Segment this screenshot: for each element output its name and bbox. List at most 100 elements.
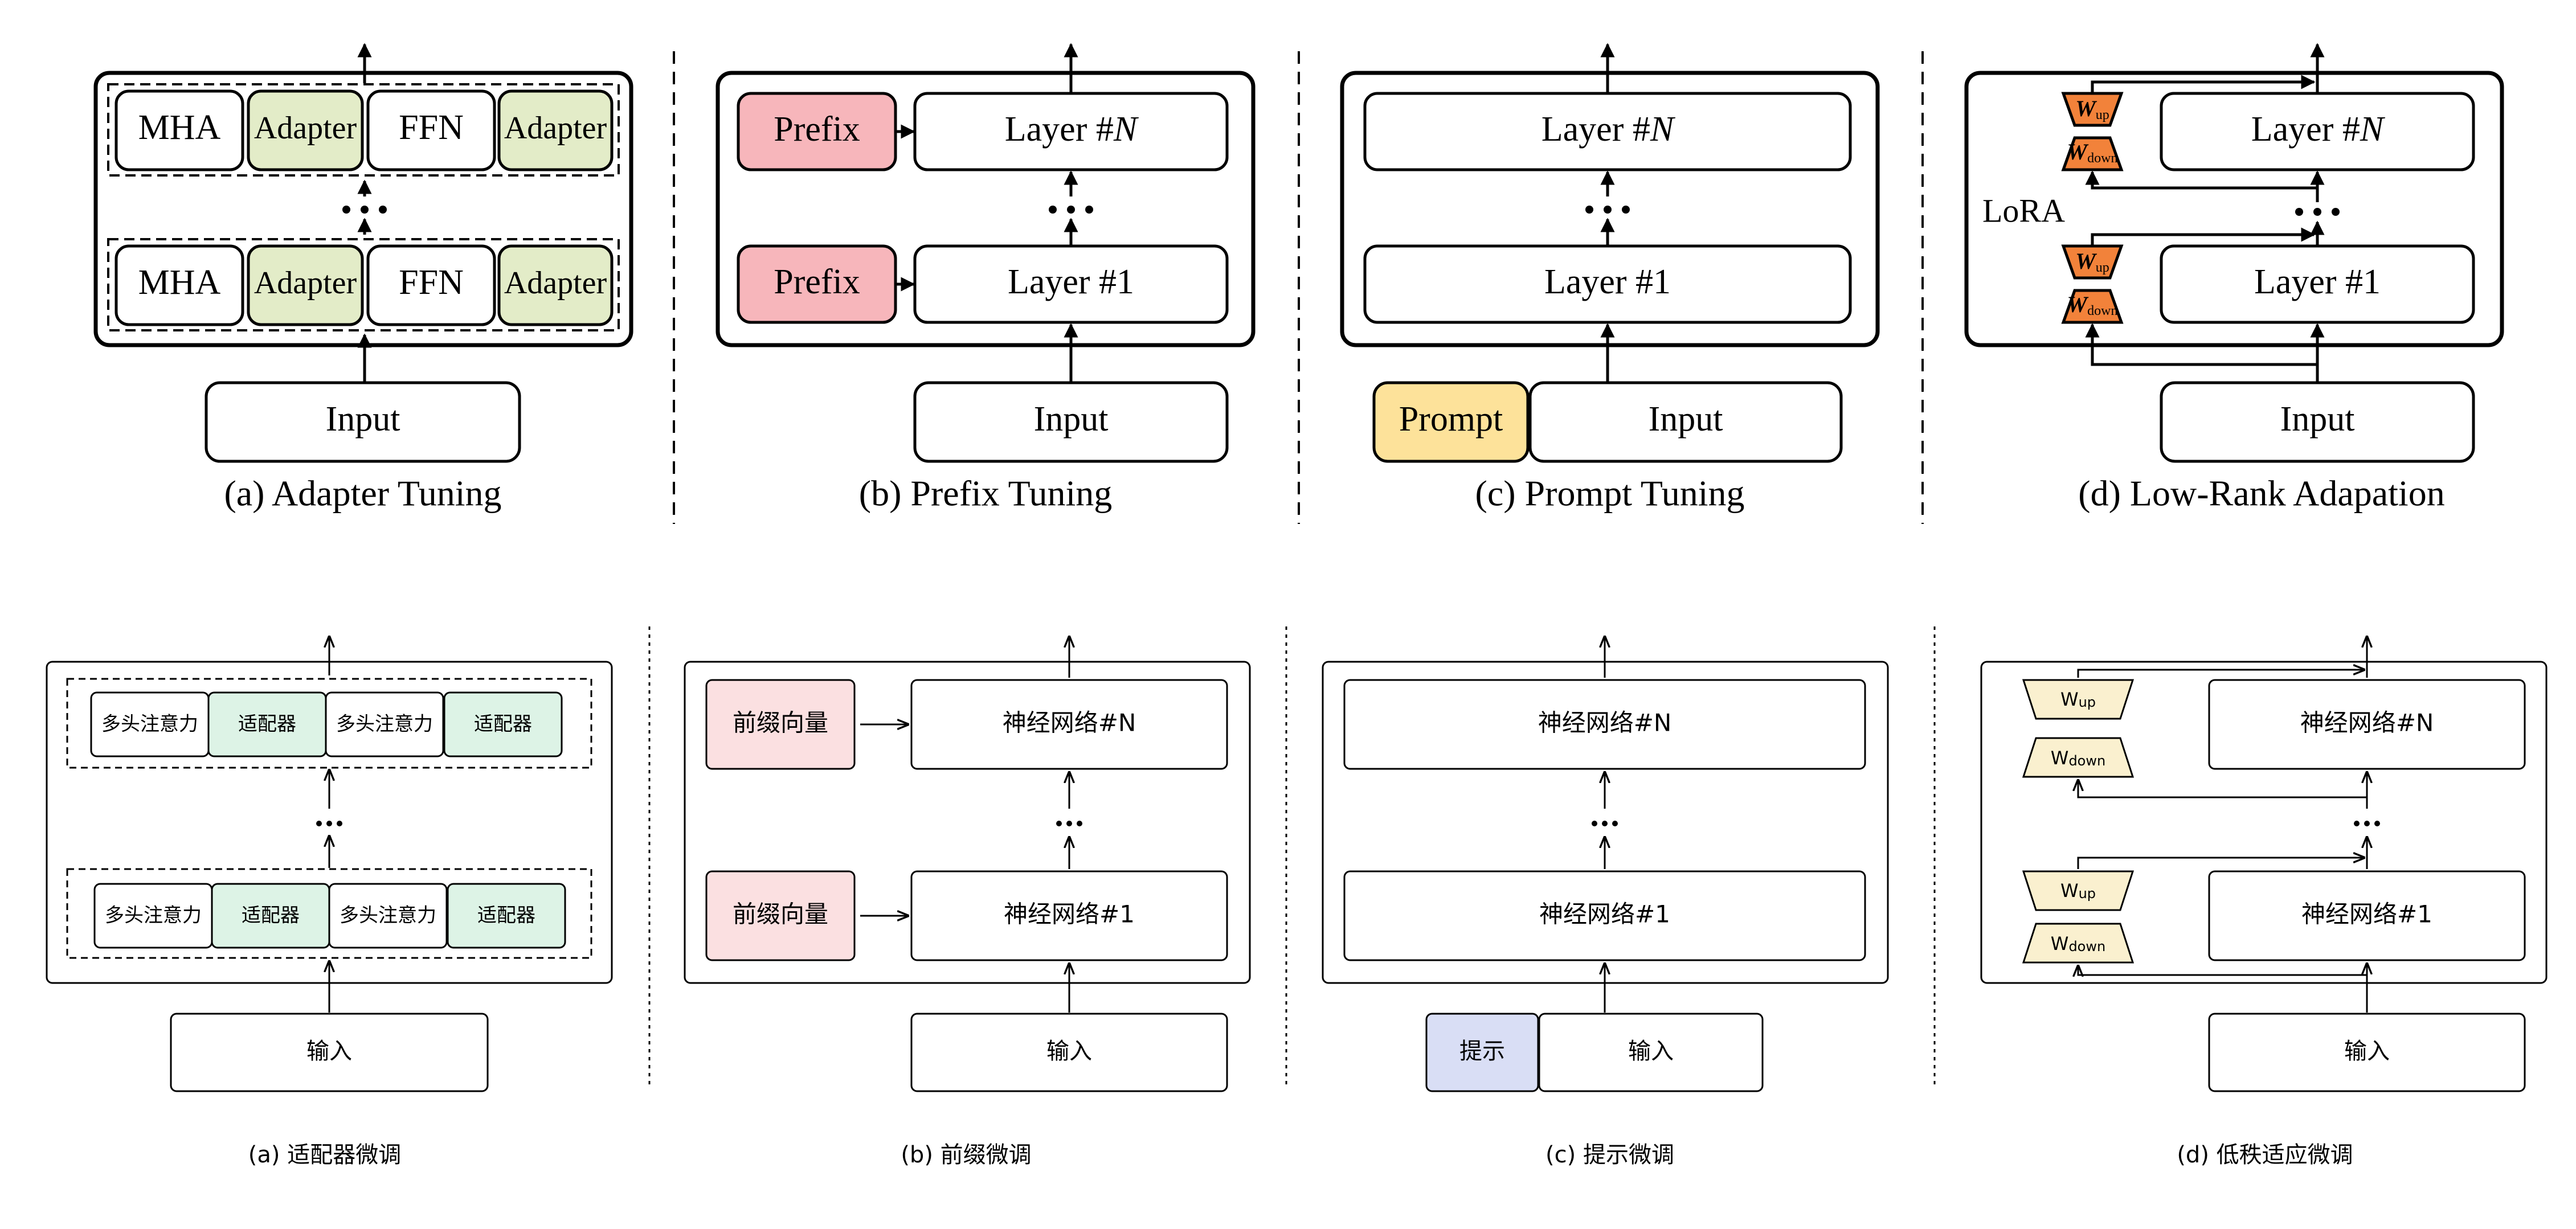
ellipsis-dot (1085, 206, 1093, 214)
layer-n-label: 神经网络#N (1538, 709, 1672, 737)
prefix-label: Prefix (774, 110, 860, 149)
adapter-label: Adapter (254, 265, 357, 301)
ellipsis-dot (1585, 206, 1593, 214)
ellipsis-dot (1066, 821, 1072, 826)
lora-path (2078, 780, 2368, 809)
lora-path (2085, 323, 2317, 366)
adapter-label: 适配器 (238, 713, 296, 736)
layer-1-box (910, 870, 1228, 961)
ellipsis-dot (1056, 821, 1062, 826)
adapter-label: 适配器 (477, 904, 535, 927)
prefix-label: 前缀向量 (733, 709, 828, 737)
layer-1-box (1343, 870, 1866, 961)
ffn-label: FFN (399, 108, 464, 147)
caption: (b) 前缀微调 (901, 1142, 1031, 1168)
adapter-label: Adapter (504, 110, 607, 146)
lora-path (2077, 858, 2364, 869)
ellipsis-dot (2364, 821, 2370, 826)
layer-1-label: Layer #1 (2254, 263, 2381, 301)
prefix-box (705, 679, 856, 770)
mha-label: 多头注意力 (101, 713, 198, 736)
layer-1-label: 神经网络#1 (2301, 900, 2432, 928)
prompt-box (1372, 381, 1530, 463)
w-up-label: Wup (2075, 96, 2109, 122)
w-down-label: Wdown (2067, 139, 2118, 165)
w-up-label: Wup (2060, 880, 2096, 902)
layer-1-label: 神经网络#1 (1539, 900, 1670, 928)
w-down-trapezoid (2022, 923, 2135, 964)
layer-n-box (1363, 92, 1852, 171)
lora-path (2091, 75, 2316, 92)
transformer-block (1340, 71, 1880, 347)
input-box (1528, 381, 1843, 463)
lora-path (2085, 170, 2319, 196)
top-adapter-panel: MHA Adapter FFN Adapter MHA Adapter FFN … (93, 43, 633, 514)
prefix-box (705, 870, 856, 961)
ellipsis-dot (1592, 821, 1597, 826)
input-box (170, 1013, 489, 1092)
transformer-block (1980, 661, 2548, 984)
ellipsis-dot (2313, 208, 2321, 216)
lora-path (2091, 227, 2316, 245)
prompt-label: 提示 (1459, 1038, 1505, 1064)
transformer-block (684, 661, 1251, 984)
input-label: 输入 (2344, 1038, 2390, 1064)
mha-label: 多头注意力 (105, 904, 202, 927)
input-label: Input (2280, 400, 2355, 439)
w-down-label: Wdown (2051, 933, 2105, 954)
ellipsis-dot (2354, 821, 2360, 826)
adapter-box (247, 244, 364, 326)
adapter-box (447, 883, 566, 949)
layer-1-label: Layer #1 (1544, 263, 1671, 301)
caption: (c) Prompt Tuning (1475, 473, 1745, 514)
top-prefix-panel: Prefix Layer #N Prefix Layer #1 Input (b… (715, 43, 1256, 514)
prefix-label: Prefix (774, 263, 860, 301)
top-prompt-panel: Layer #N Layer #1 Prompt Input (c) Promp… (1340, 43, 1880, 514)
mha-box (115, 244, 244, 326)
input-box (913, 381, 1229, 463)
input-label: 输入 (306, 1038, 352, 1064)
mha-label: 多头注意力 (336, 713, 433, 736)
layer-n-label: Layer #N (1541, 110, 1676, 149)
adapter-box (497, 244, 614, 326)
ellipsis-dot (361, 206, 369, 214)
input-box (205, 381, 521, 463)
bottom-prefix-panel: 前缀向量 神经网络#N 前缀向量 神经网络#1 输入 (b) 前缀微调 (684, 637, 1251, 1168)
w-down-trapezoid (2061, 289, 2124, 324)
caption: (d) Low-Rank Adapation (2078, 473, 2444, 514)
ellipsis-dot (342, 206, 350, 214)
layer-1-label: Layer #1 (1008, 263, 1134, 301)
ellipsis-dot (337, 821, 342, 826)
caption: (d) 低秩适应微调 (2177, 1142, 2353, 1168)
ellipsis-dot (2374, 821, 2380, 826)
layer-n-box (910, 679, 1228, 770)
layer-1-box (2160, 244, 2475, 324)
w-up-trapezoid (2022, 870, 2135, 911)
layer-n-label: Layer #N (2251, 110, 2386, 149)
ffn-box (366, 244, 496, 326)
ellipsis-dot (1049, 206, 1057, 214)
mha-label: MHA (138, 108, 221, 147)
ellipsis-dot (1067, 206, 1075, 214)
ellipsis-dot (316, 821, 322, 826)
adapter-box (497, 89, 614, 171)
ellipsis-dot (2295, 208, 2303, 216)
transformer-block (1964, 71, 2504, 347)
ellipsis-dot (326, 821, 332, 826)
input-box (2208, 1013, 2526, 1092)
adapter-label: 适配器 (242, 904, 300, 927)
input-box (910, 1013, 1228, 1092)
caption: (a) 适配器微调 (248, 1142, 401, 1168)
layer-1-box (1363, 244, 1852, 324)
mha-box (328, 883, 448, 949)
mha-label: 多头注意力 (340, 904, 436, 927)
layer-group-dashed (66, 868, 592, 959)
layer-group-dashed (66, 678, 592, 769)
mha-box (115, 89, 244, 171)
input-box (1538, 1013, 1764, 1092)
prefix-label: 前缀向量 (733, 900, 828, 928)
w-down-label: Wdown (2051, 747, 2105, 769)
lora-path (2078, 966, 2368, 991)
ellipsis-dot (1622, 206, 1630, 214)
mha-label: MHA (138, 263, 221, 302)
